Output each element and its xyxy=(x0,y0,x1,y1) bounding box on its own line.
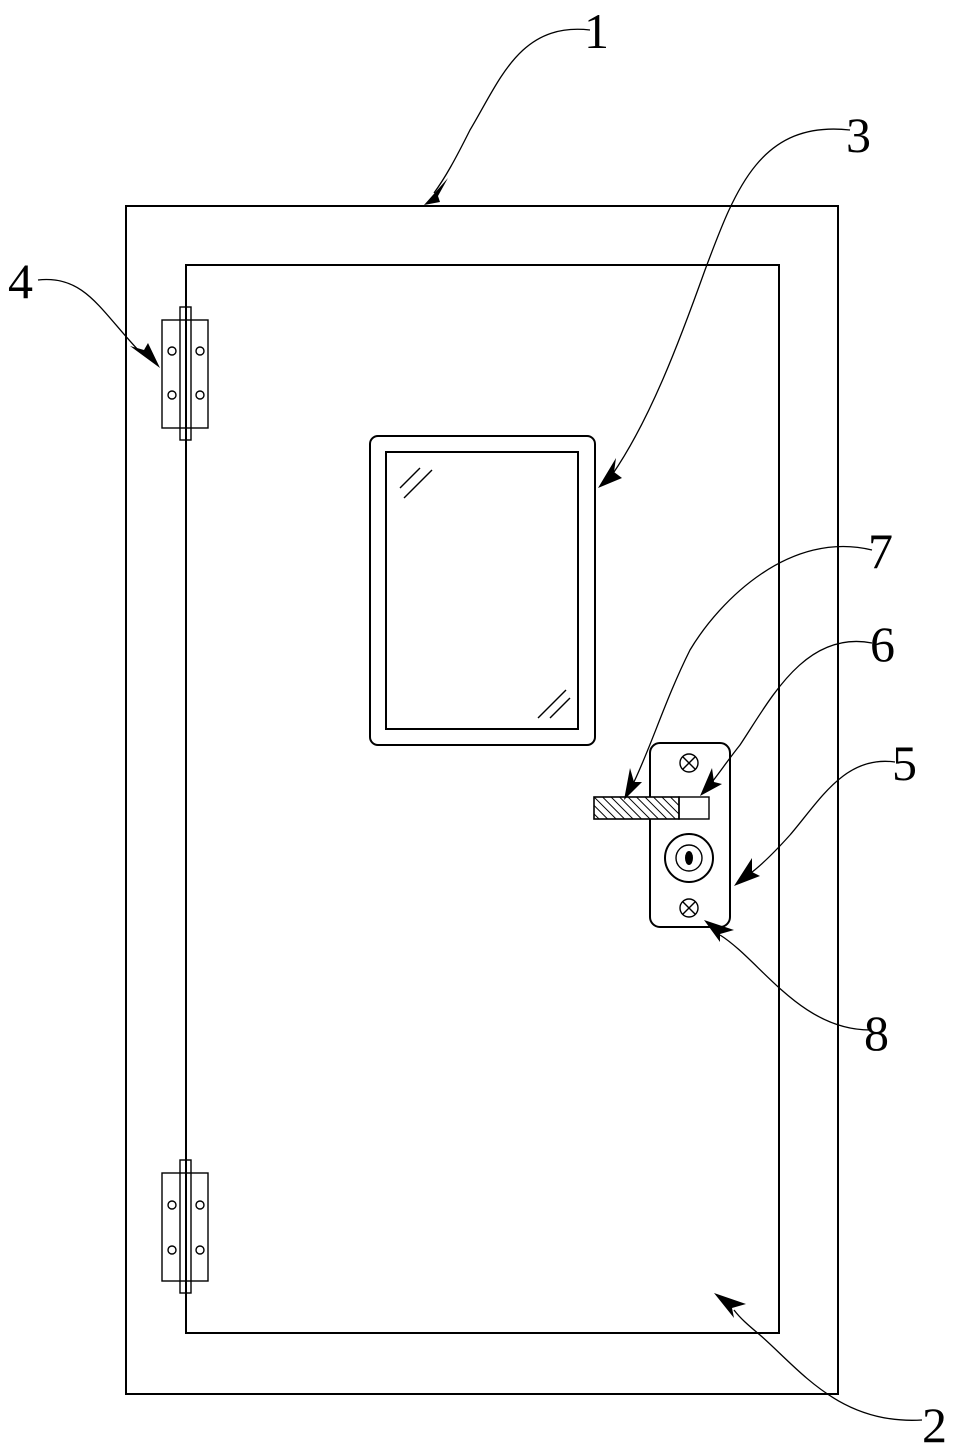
callout-label-8: 8 xyxy=(864,1005,889,1061)
leader-7 xyxy=(632,546,872,786)
lock-plate xyxy=(650,743,730,927)
door-leaf xyxy=(186,265,779,1333)
arrowhead-8 xyxy=(704,920,734,942)
leader-lines xyxy=(38,29,922,1420)
leader-1 xyxy=(434,29,590,193)
leader-8 xyxy=(720,935,870,1030)
callout-label-6: 6 xyxy=(870,616,895,672)
observation-window xyxy=(370,436,595,745)
top-screw xyxy=(680,754,698,772)
callout-label-3: 3 xyxy=(846,107,871,163)
callout-label-5: 5 xyxy=(892,735,917,791)
bottom-screw xyxy=(680,899,698,917)
callout-label-2: 2 xyxy=(922,1397,947,1452)
callout-label-7: 7 xyxy=(868,523,893,579)
leader-4 xyxy=(38,280,140,352)
arrowhead-3 xyxy=(598,458,622,488)
lock-cylinder xyxy=(665,834,713,882)
callout-labels: 1 2 3 4 5 6 7 8 xyxy=(8,3,947,1452)
arrowhead-5 xyxy=(734,858,760,886)
leader-2 xyxy=(734,1310,922,1420)
callout-label-1: 1 xyxy=(584,3,609,59)
arrowhead-7 xyxy=(624,768,642,800)
callout-label-4: 4 xyxy=(8,253,33,309)
arrowhead-2 xyxy=(714,1293,746,1318)
leader-5 xyxy=(748,761,895,875)
arrowhead-1 xyxy=(424,178,448,205)
latch-bolt xyxy=(594,797,709,819)
door-frame xyxy=(126,206,838,1394)
leader-6 xyxy=(712,641,872,782)
leader-3 xyxy=(612,129,850,475)
